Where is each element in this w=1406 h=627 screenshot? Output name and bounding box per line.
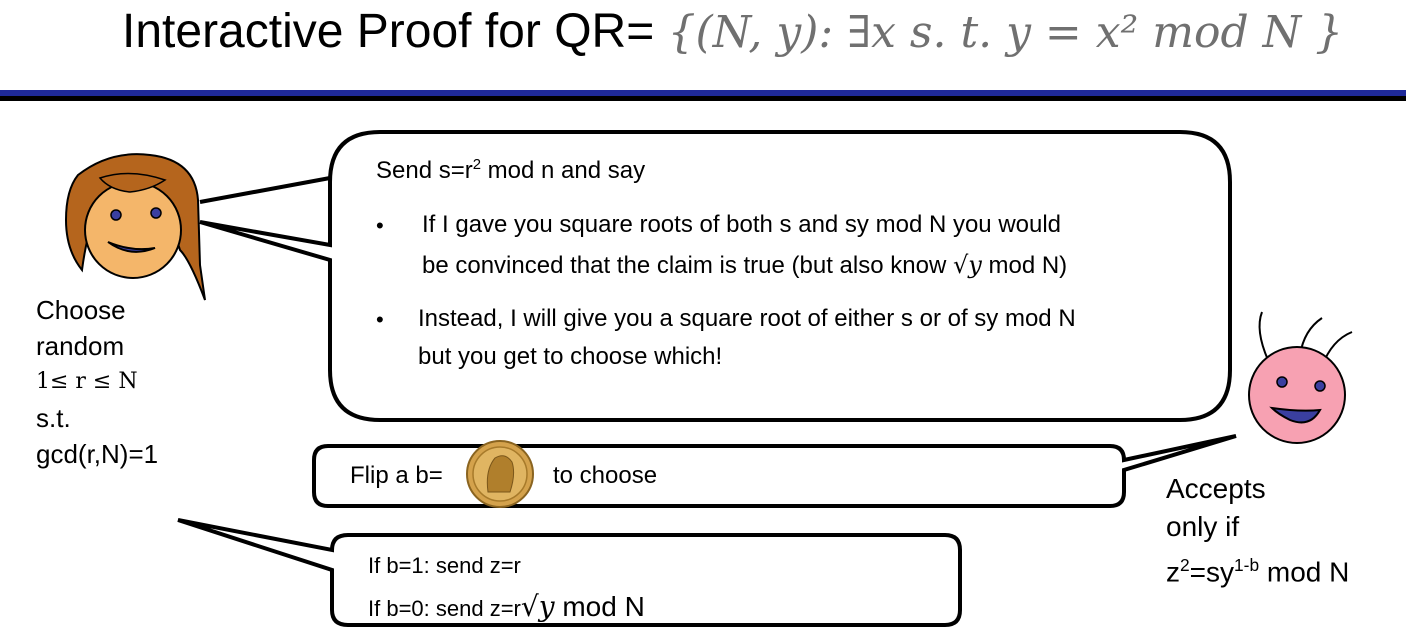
flip-prefix: Flip a b= (350, 462, 443, 489)
bullet-1-line-2: be convinced that the claim is true (but… (422, 251, 1067, 280)
slide-title: Interactive Proof for QR= {(N, y): ∃x s.… (0, 0, 1406, 80)
response-speech-balloon (177, 518, 962, 627)
prover-caption-line-1: Choose (36, 295, 126, 325)
prover-caption-line-5: gcd(r,N)=1 (36, 439, 159, 469)
coin-icon (466, 440, 534, 508)
sqrt-y-symbol: √y (952, 251, 982, 279)
bullet-icon: • (376, 213, 384, 238)
response-line-2: If b=0: send z=r√y mod N (368, 590, 645, 623)
verifier-caption-line-1: Accepts (1166, 473, 1266, 504)
prover-intro-prefix: Send s=r (376, 157, 473, 184)
prover-caption-line-3: 1≤ r ≤ N (36, 369, 138, 394)
verifier-caption-line-2: only if (1166, 511, 1240, 542)
prover-intro-sup: 2 (472, 157, 482, 173)
prover-caption: Choose random 1≤ r ≤ N s.t. gcd(r,N)=1 (36, 292, 158, 472)
verifier-sup-2: 2 (1180, 555, 1190, 575)
verifier-sy: =sy (1189, 556, 1235, 588)
bullet-1-line-2-suffix: mod N) (981, 252, 1068, 279)
prover-caption-line-4: s.t. (36, 403, 71, 433)
response-line-1: If b=1: send z=r (368, 553, 521, 578)
title-math: {(N, y): ∃x s. t. y = x² mod N } (667, 7, 1344, 58)
flip-suffix: to choose (553, 462, 658, 489)
title-rule-blue (0, 90, 1406, 96)
verifier-mod-n: mod N (1259, 556, 1350, 588)
prover-intro: Send s=r2 mod n and say (376, 157, 645, 185)
title-text: Interactive Proof for QR (122, 5, 627, 58)
prover-speech-balloon (199, 130, 1232, 422)
prover-caption-line-2: random (36, 331, 125, 361)
verifier-caption: Accepts only if z2=sy1-b mod N (1166, 470, 1349, 591)
bullet-2-line-1: Instead, I will give you a square root o… (418, 305, 1076, 332)
title-equals: = (626, 5, 655, 58)
verifier-z: z (1166, 556, 1180, 588)
verifier-caption-line-3: z2=sy1-b mod N (1166, 546, 1349, 591)
response-line-2-prefix: If b=0: send z=r (368, 596, 521, 621)
prover-avatar (64, 153, 206, 301)
prover-intro-suffix: mod n and say (481, 157, 646, 184)
bullet-2-line-2: but you get to choose which! (418, 343, 723, 370)
title-rule-black (0, 96, 1406, 101)
response-sqrt-y: √y (520, 590, 555, 623)
flip-speech-balloon (312, 434, 1237, 508)
bullet-1-line-2-prefix: be convinced that the claim is true (but… (422, 252, 953, 279)
verifier-sup-1-b: 1-b (1234, 555, 1260, 575)
response-line-2-suffix: mod N (554, 591, 645, 622)
bullet-icon: • (376, 307, 384, 332)
verifier-avatar (1248, 311, 1353, 444)
bullet-1-line-1: If I gave you square roots of both s and… (422, 211, 1062, 238)
prover-balloon-content: Send s=r2 mod n and say • If I gave you … (376, 155, 1216, 405)
